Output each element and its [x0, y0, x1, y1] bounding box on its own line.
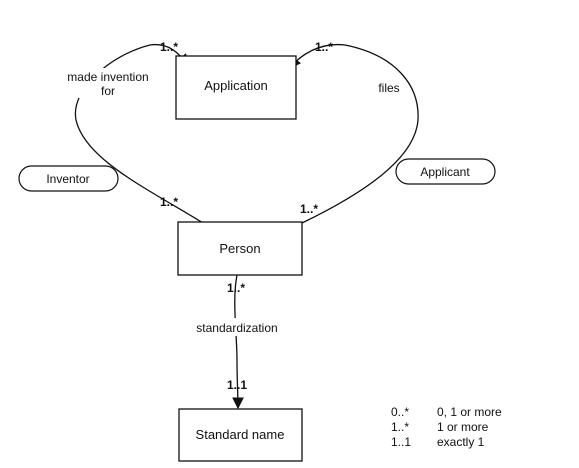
inventor-role-capsule	[18, 165, 119, 192]
standardization-connector	[232, 274, 244, 410]
inventor-role-label: Inventor	[46, 172, 89, 186]
multiplicity-application-left: 1..*	[160, 40, 178, 54]
made-invention-label-line2: for	[101, 84, 115, 98]
multiplicity-application-right: 1..*	[315, 40, 333, 54]
multiplicity-person-left: 1..*	[160, 195, 178, 209]
multiplicity-standard-top: 1..1	[227, 378, 247, 392]
application-label: Application	[204, 78, 268, 93]
person-label: Person	[219, 241, 260, 256]
standard-name-label: Standard name	[196, 427, 285, 442]
applicant-role-label: Applicant	[420, 165, 470, 179]
legend-meaning: exactly 1	[437, 435, 485, 449]
legend-meaning: 0, 1 or more	[437, 405, 502, 419]
legend-symbol: 1..*	[391, 420, 409, 434]
standard-name-box	[178, 408, 303, 462]
made-invention-label-line1: made invention	[67, 70, 148, 84]
multiplicity-legend: 0..* 0, 1 or more 1..* 1 or more 1..1 ex…	[391, 405, 502, 449]
files-connector	[289, 43, 419, 224]
multiplicity-person-right: 1..*	[300, 202, 318, 216]
legend-symbol: 1..1	[391, 435, 411, 449]
legend-meaning: 1 or more	[437, 420, 489, 434]
person-box	[177, 221, 303, 276]
application-box	[175, 55, 297, 120]
multiplicity-person-bottom: 1..*	[227, 281, 245, 295]
applicant-role-capsule	[395, 158, 496, 185]
standardization-label: standardization	[196, 321, 277, 335]
files-label: files	[378, 81, 399, 95]
legend-symbol: 0..*	[391, 405, 409, 419]
